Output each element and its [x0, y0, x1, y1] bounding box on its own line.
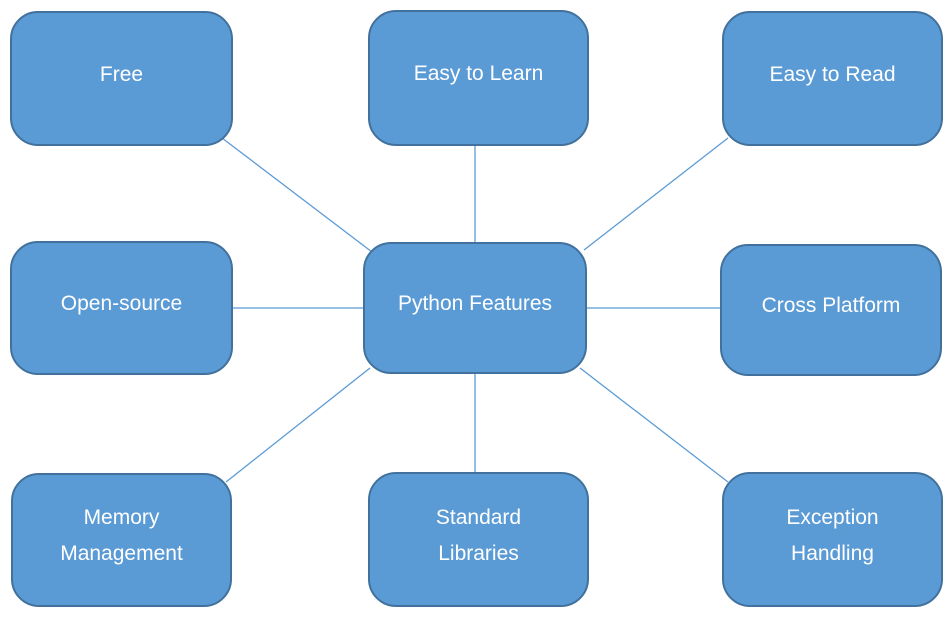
node-cross-platform[interactable]: Cross Platform	[720, 244, 942, 376]
node-free[interactable]: Free	[10, 11, 233, 146]
node-easy-to-learn[interactable]: Easy to Learn	[368, 10, 589, 146]
node-python-features-center[interactable]: Python Features	[363, 242, 587, 374]
node-memory-management[interactable]: Memory Management	[11, 473, 232, 607]
node-easy-to-read[interactable]: Easy to Read	[722, 11, 943, 146]
node-easy-to-learn-label: Easy to Learn	[413, 62, 544, 86]
connector-center-exception-handling	[579, 367, 729, 483]
node-python-features-label: Python Features	[397, 292, 553, 316]
connector-center-memory-management	[225, 367, 371, 483]
connector-center-easy-to-read	[583, 137, 729, 251]
node-open-source[interactable]: Open-source	[10, 241, 233, 375]
node-exception-handling-label: Exception Handling	[786, 505, 879, 565]
node-memory-management-label: Memory Management	[60, 506, 183, 565]
node-standard-libraries-label: Standard Libraries	[435, 505, 522, 565]
connector-center-free	[221, 137, 373, 253]
node-open-source-label: Open-source	[60, 292, 183, 316]
node-exception-handling[interactable]: Exception Handling	[722, 472, 943, 607]
node-standard-libraries[interactable]: Standard Libraries	[368, 472, 589, 607]
node-easy-to-read-label: Easy to Read	[769, 62, 896, 86]
node-free-label: Free	[99, 62, 144, 86]
node-cross-platform-label: Cross Platform	[761, 294, 901, 318]
